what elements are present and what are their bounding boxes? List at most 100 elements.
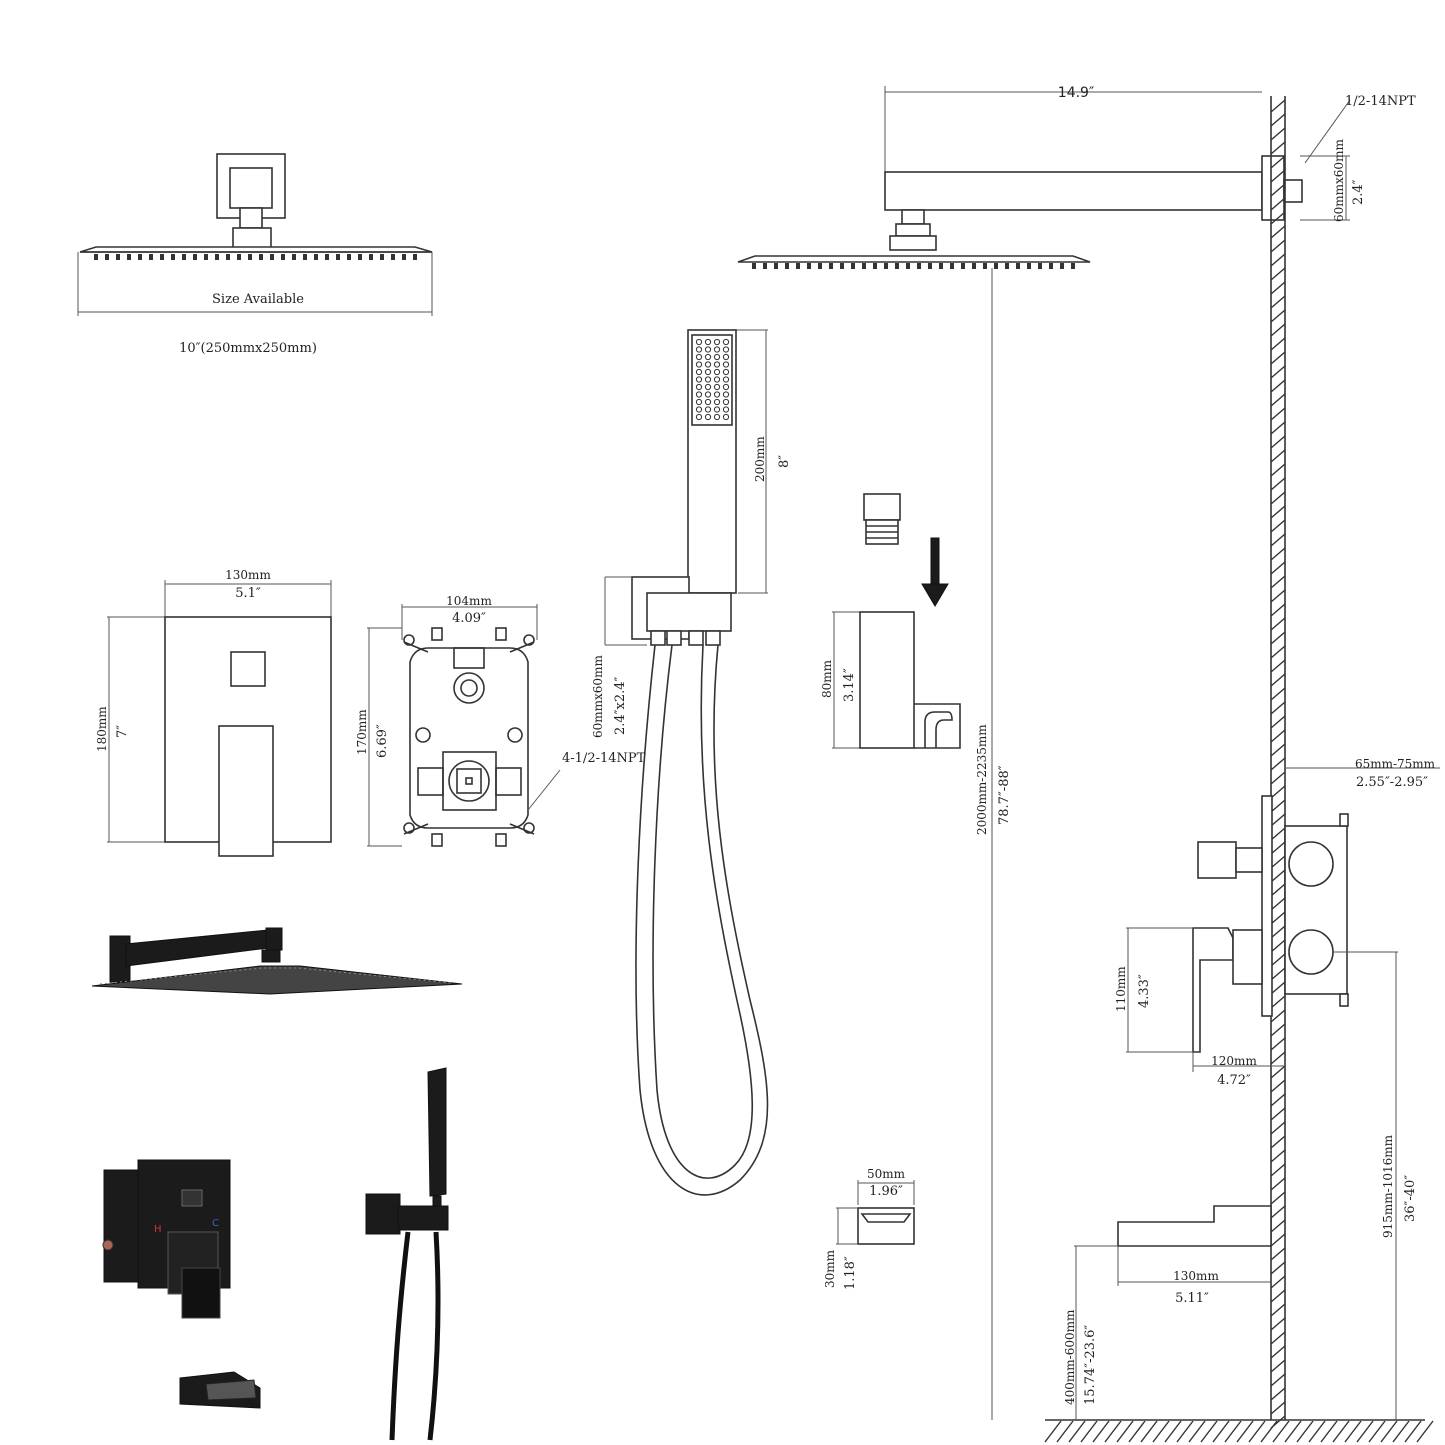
nozzle — [1016, 263, 1020, 269]
hatch-line — [1270, 925, 1286, 939]
hatch-line — [1270, 1345, 1286, 1359]
holder-height-in: 3.14″ — [842, 668, 857, 702]
hatch-line — [1270, 1247, 1286, 1261]
nozzle-dot — [695, 391, 703, 398]
nozzle — [248, 254, 252, 260]
hatch-line — [1068, 1420, 1086, 1443]
floor-hatch — [1044, 1420, 1434, 1443]
nozzle-dot — [722, 383, 730, 391]
nozzle-dot — [695, 398, 703, 406]
hatch-line — [1270, 939, 1286, 953]
size-available-label: Size Available — [212, 292, 304, 307]
hatch-line — [1270, 827, 1286, 841]
trim-width-in: 5.1″ — [235, 586, 261, 601]
handshower-render — [365, 1067, 449, 1441]
hatch-line — [1270, 799, 1286, 813]
nozzle-dot — [704, 391, 712, 398]
nozzle-dot — [695, 353, 703, 361]
nozzle-dot — [722, 398, 730, 406]
hatch-line — [1270, 1107, 1286, 1121]
hatch-line — [1380, 1420, 1398, 1443]
hatch-line — [1270, 967, 1286, 981]
hatch-line — [1270, 701, 1286, 715]
hatch-line — [1270, 603, 1286, 617]
nozzle-dot — [695, 383, 703, 391]
svg-text:H: H — [154, 1224, 162, 1235]
valve-height-in: 6.69″ — [375, 724, 390, 758]
spout-height-small-in: 1.18″ — [843, 1256, 858, 1290]
spout-width-in: 1.96″ — [869, 1184, 903, 1199]
nozzle — [171, 254, 175, 260]
hatch-line — [1270, 897, 1286, 911]
nozzle — [138, 254, 142, 260]
nozzle — [917, 263, 921, 269]
hatch-line — [1270, 421, 1286, 435]
thread-spec-label: 1/2-14NPT — [1345, 94, 1416, 109]
nozzle — [884, 263, 888, 269]
nozzle — [774, 263, 778, 269]
nozzle — [380, 254, 384, 260]
hatch-line — [1270, 533, 1286, 547]
nozzle — [105, 254, 109, 260]
hatch-line — [1270, 1093, 1286, 1107]
flange-size-in: 2.4″ — [1351, 179, 1366, 205]
nozzle-dot — [713, 398, 721, 406]
trim-height-mm: 180mm — [95, 706, 109, 752]
nozzle-dot — [704, 376, 712, 383]
hatch-line — [1270, 1317, 1286, 1331]
nozzle — [336, 254, 340, 260]
nozzle-row — [94, 254, 417, 260]
nozzle — [1027, 263, 1031, 269]
wall-depth-in: 2.55″-2.95″ — [1356, 775, 1428, 790]
nozzle-dot — [704, 398, 712, 406]
nozzle — [149, 254, 153, 260]
nozzle-dot — [704, 413, 712, 421]
nozzle — [94, 254, 98, 260]
nozzle — [972, 263, 976, 269]
hatch-line — [1270, 911, 1286, 925]
handshower-length-in: 8″ — [777, 455, 792, 468]
nozzle — [983, 263, 987, 269]
nozzle-dot — [704, 338, 712, 346]
wall-hatch — [1270, 99, 1286, 1429]
nozzle — [928, 263, 932, 269]
hatch-line — [1270, 1065, 1286, 1079]
showerhead-size-value: 10″(250mmx250mm) — [179, 341, 317, 356]
hatch-line — [1270, 1205, 1286, 1219]
spout-height-in: 36″-40″ — [1403, 1175, 1418, 1222]
nozzle-dot — [713, 376, 721, 383]
valve-side-view: 65mm-75mm 2.55″-2.95″ 110mm 4.33″ 120mm … — [1114, 757, 1440, 1420]
trim-width-mm: 130mm — [225, 568, 271, 582]
hatch-line — [1270, 617, 1286, 631]
hatch-line — [1270, 141, 1286, 155]
tub-spout-floor-mm: 400mm-600mm — [1063, 1309, 1077, 1405]
hatch-line — [1270, 435, 1286, 449]
hatch-line — [1176, 1420, 1194, 1443]
nozzle — [1005, 263, 1009, 269]
hatch-line — [1270, 1023, 1286, 1037]
hatch-line — [1044, 1420, 1062, 1443]
tub-spout-floor-in: 15.74″-23.6″ — [1083, 1325, 1098, 1405]
hatch-line — [1270, 491, 1286, 505]
hatch-line — [1270, 1219, 1286, 1233]
hatch-line — [1270, 1359, 1286, 1373]
valve-width-in: 4.09″ — [452, 611, 486, 626]
hatch-line — [1128, 1420, 1146, 1443]
hatch-line — [1320, 1420, 1338, 1443]
nozzle — [939, 263, 943, 269]
hatch-line — [1270, 1051, 1286, 1065]
wall-section — [1044, 96, 1434, 1443]
nozzle-dot — [704, 353, 712, 361]
hatch-line — [1270, 1261, 1286, 1275]
nozzle-dot — [704, 383, 712, 391]
overall-height-in: 78.7″-88″ — [997, 765, 1012, 825]
hatch-line — [1270, 477, 1286, 491]
handle-reach-in: 4.72″ — [1217, 1073, 1251, 1088]
nozzle — [763, 263, 767, 269]
handle-height-in: 4.33″ — [1137, 974, 1152, 1008]
hatch-line — [1270, 869, 1286, 883]
trim-height-in: 7″ — [115, 725, 130, 738]
overall-height-dimension: 2000mm-2235mm 78.7″-88″ — [975, 268, 1012, 1420]
nozzle — [994, 263, 998, 269]
hatch-line — [1270, 575, 1286, 589]
